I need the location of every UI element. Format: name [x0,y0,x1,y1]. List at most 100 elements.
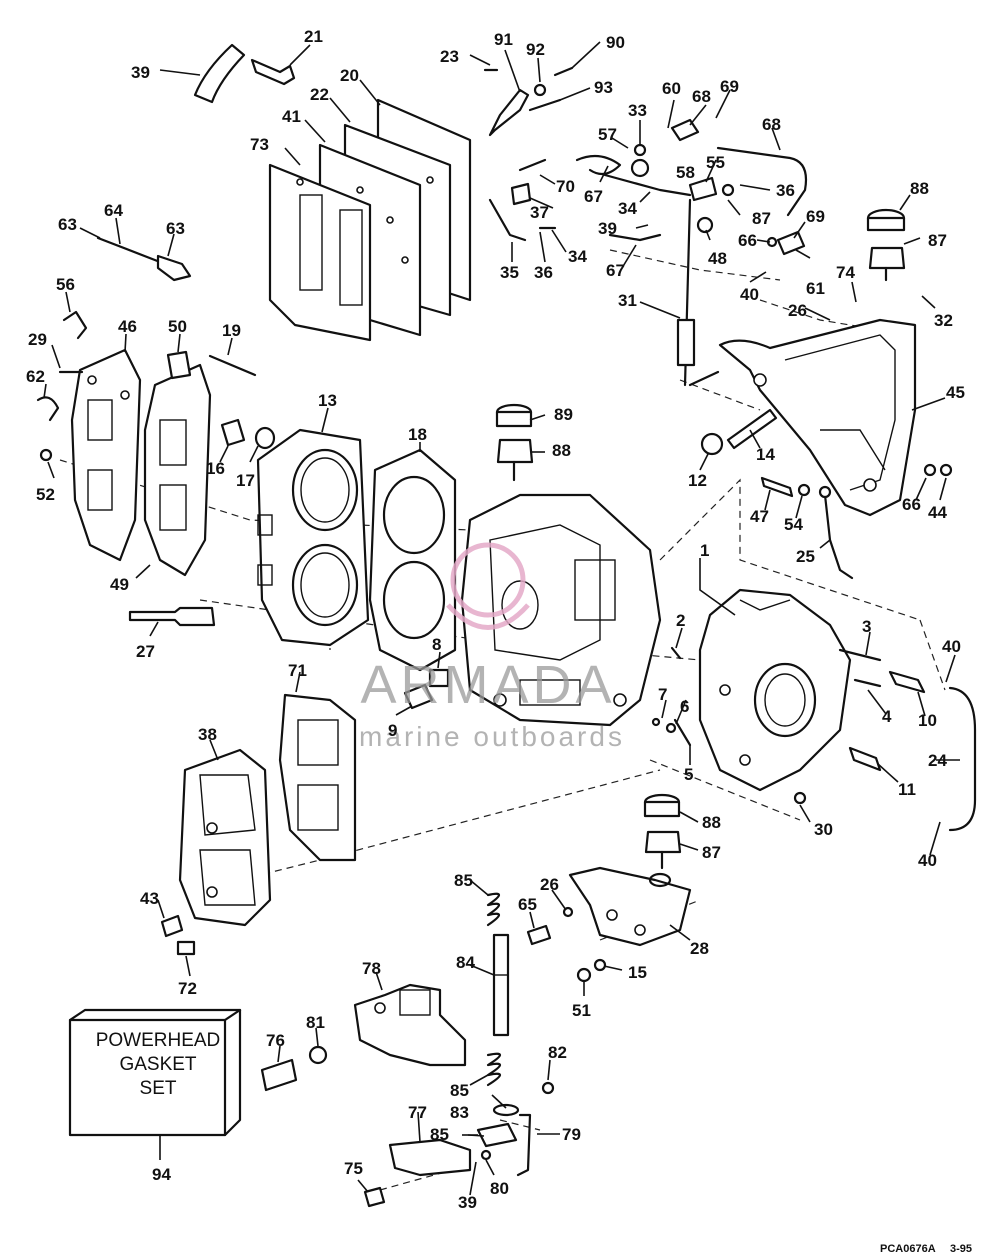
callout-33-top: 33 [628,101,647,120]
callout-34-right: 36 [776,181,795,200]
callout-81: 81 [306,1013,325,1032]
hose-24 [948,686,977,832]
sensor-61 [96,236,192,282]
spark-plug-27 [128,606,216,627]
callout-75: 75 [344,1159,363,1178]
callout-39-bottom: 39 [458,1193,477,1212]
gasket-49 [143,363,212,577]
callout-labels: 39 21 23 91 92 90 93 20 22 41 73 63 64 6… [26,27,965,1212]
watermark-brand: ARMADA [360,655,615,715]
callout-39-mid: 40 [740,285,759,304]
callout-57: 57 [598,125,617,144]
bolts-3-4-10-11 [793,648,926,805]
cylinder-head-13 [256,428,370,647]
thermostat-51-16-17-19 [166,350,276,450]
callout-14: 14 [756,445,775,464]
callout-45: 45 [946,383,965,402]
callout-73: 73 [250,135,269,154]
throttle-shaft-31 [603,173,720,387]
callout-23: 23 [440,47,459,66]
callout-38: 38 [198,725,217,744]
callout-74: 74 [836,263,855,282]
callout-24: 24 [928,751,947,770]
hose-42 [193,43,246,104]
callout-1: 1 [700,541,709,560]
head-gasket-18 [368,448,457,672]
callout-3: 3 [862,617,871,636]
callout-48: 48 [708,249,727,268]
callout-22: 22 [310,85,329,104]
callout-47: 47 [750,507,769,526]
spring-85-lower [486,1052,520,1117]
gasket-stack [268,98,472,342]
callout-28: 28 [690,939,709,958]
gasket-set-line2: GASKET [119,1054,196,1075]
callout-9: 9 [388,721,397,740]
mount-88-87-upper [866,208,906,282]
callout-68-right: 69 [806,207,825,226]
callout-18: 18 [408,425,427,444]
callout-63-lower: 65 [518,895,537,914]
callout-94: 94 [152,1165,171,1184]
callout-86: 85 [430,1125,449,1144]
callout-62: 63 [58,215,77,234]
bracket-78 [353,983,467,1067]
callout-12: 12 [688,471,707,490]
callout-31: 31 [618,291,637,310]
date-code: 3-95 [950,1243,972,1255]
shaft-84 [492,933,510,1037]
leader-lines [43,41,960,1196]
screws-43-72 [160,914,196,956]
callout-26-lower: 26 [540,875,559,894]
callout-21: 21 [304,27,323,46]
callout-68-top: 68 [692,87,711,106]
watermark-logo [446,542,530,630]
callout-40-upper: 40 [942,637,961,656]
bracket-28 [568,866,692,947]
callout-93: 93 [594,78,613,97]
callout-71: 71 [288,661,307,680]
callout-88-upper: 88 [910,179,929,198]
gasket-71 [278,693,357,862]
callout-26-upper: 26 [788,301,807,320]
callout-77: 77 [408,1103,427,1122]
callout-13: 13 [318,391,337,410]
bracket-77 [388,1138,472,1177]
callout-70: 70 [556,177,575,196]
callout-72: 72 [178,979,197,998]
callout-87-lower: 87 [702,843,721,862]
watermark-tagline: marine outboards [359,721,625,752]
callout-49: 49 [110,575,129,594]
callout-87-block: 88 [552,441,571,460]
callout-59-lower: 61 [806,279,825,298]
callout-84: 84 [456,953,475,972]
mount-88-87-block [495,403,534,482]
callout-17: 17 [236,471,255,490]
callout-19: 19 [222,321,241,340]
fitting-21 [250,58,296,86]
callout-61: 63 [166,219,185,238]
small-hardware-26-63-15-50 [526,906,607,983]
gasket-set-line3: SET [140,1078,177,1099]
mount-88-87-lower [643,793,682,870]
callout-78: 78 [362,959,381,978]
callout-29: 29 [28,330,47,349]
callout-4: 4 [882,707,892,726]
callout-90: 90 [606,33,625,52]
crankcase-1 [698,588,852,792]
callout-16: 16 [206,459,225,478]
callout-63: 64 [104,201,123,220]
callout-92: 92 [526,40,545,59]
callout-37: 37 [530,203,549,222]
callout-2: 2 [676,611,685,630]
clip-86-79-80 [476,1113,532,1177]
gasket-set-line1: POWERHEAD [96,1030,221,1051]
clamp-56-60 [36,310,88,462]
callout-67: 68 [762,115,781,134]
spring-85-upper [486,892,501,927]
callout-64: 66 [902,495,921,514]
callout-32: 32 [934,311,953,330]
callout-25: 25 [796,547,815,566]
callout-40-lower: 40 [918,851,937,870]
